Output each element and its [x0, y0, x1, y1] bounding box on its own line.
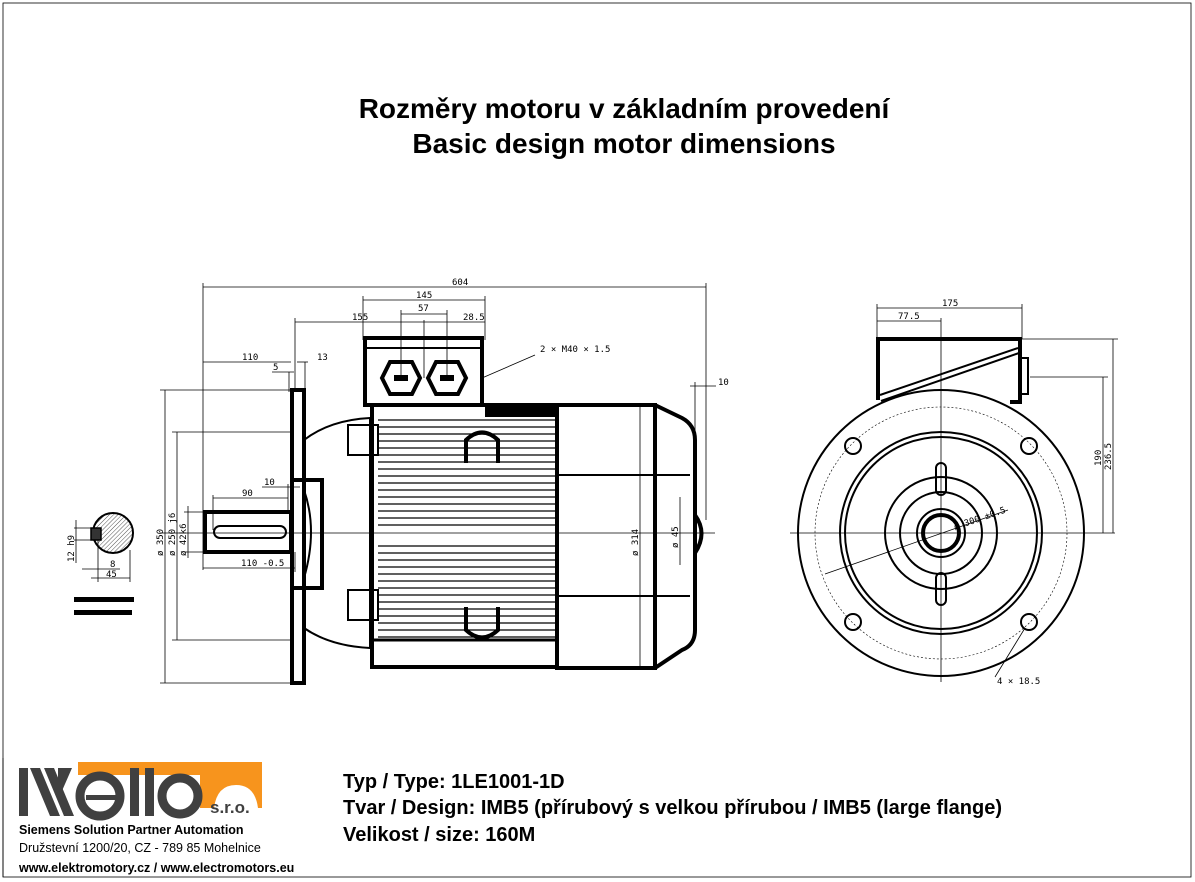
slot-bottom: [935, 572, 947, 606]
dim-77-5: 77.5: [898, 312, 920, 322]
motor-type: Typ / Type: 1LE1001-1D: [343, 771, 565, 793]
company-logo: [19, 762, 262, 821]
dim-236-5: 236.5: [1104, 443, 1114, 470]
dim-shaft-dia: ø 42k6: [179, 523, 189, 556]
lifting-eye-bottom: [464, 607, 500, 640]
dim-28-5: 28.5: [463, 313, 485, 323]
dim-145: 145: [416, 291, 432, 301]
cable-gland-label: 2 × M40 × 1.5: [540, 345, 610, 355]
pitch-circle: [814, 406, 1068, 660]
dim-190: 190: [1094, 450, 1104, 466]
slot-top: [935, 462, 947, 496]
end-cap: [555, 403, 657, 670]
dim-13: 13: [317, 353, 328, 363]
front-view: 175 77.5 236.5 190 ø 300 ±0.5 4 × 18.5: [790, 299, 1118, 687]
motor-design: Tvar / Design: IMB5 (přírubový s velkou …: [343, 797, 1002, 819]
dim-10-key: 10: [264, 478, 275, 488]
bolt-hole: [844, 437, 862, 455]
bolt-hole: [1020, 437, 1038, 455]
dim-body-dia: ø 314: [631, 529, 641, 556]
dim-110-tol: 110 -0.5: [241, 559, 284, 569]
dim-spigot-dia: ø 250 j6: [168, 513, 178, 556]
key-slot: [213, 525, 287, 539]
dim-key-width: 12 h9: [67, 535, 77, 562]
dim-110: 110: [242, 353, 258, 363]
bolt-hole: [1020, 613, 1038, 631]
bolt-hole: [844, 613, 862, 631]
dim-90: 90: [242, 489, 253, 499]
cable-gland-2: [425, 360, 469, 396]
dim-155: 155: [352, 313, 368, 323]
side-view: 604 145 57 155 28.5 110 13 5 10 2 × M40 …: [156, 278, 729, 685]
dim-5: 5: [273, 363, 278, 373]
dim-10-rear: 10: [718, 378, 729, 388]
dim-shaft-height: 45: [106, 570, 117, 580]
shaft-end: [921, 513, 961, 553]
illegible-note-1: [74, 597, 134, 602]
cable-gland-1: [379, 360, 423, 396]
title-english: Basic design motor dimensions: [412, 128, 835, 159]
terminal-box-front: [876, 337, 1022, 404]
dim-604: 604: [452, 278, 468, 288]
motor-size: Velikost / size: 160M: [343, 824, 535, 846]
flange-outline: [797, 389, 1085, 677]
flange-hub: [292, 478, 324, 590]
dim-key-depth: 8: [110, 560, 115, 570]
flange: [290, 388, 306, 685]
title-czech: Rozměry motoru v základním provedení: [359, 93, 891, 124]
terminal-box: [363, 336, 484, 407]
shaft: [203, 510, 293, 554]
dim-flange-dia: ø 350: [156, 529, 166, 556]
dim-57: 57: [418, 304, 429, 314]
dim-rear-dia: ø 45: [671, 526, 681, 548]
shaft-section: 12 h9 8 45: [67, 512, 134, 615]
company-website: www.elektromotory.cz / www.electromotors…: [18, 861, 294, 875]
fan-cover: [653, 403, 697, 670]
dim-175: 175: [942, 299, 958, 309]
company-tagline: Siemens Solution Partner Automation: [19, 823, 244, 837]
lifting-eye-top: [464, 430, 500, 463]
company-address: Družstevní 1200/20, CZ - 789 85 Mohelnic…: [19, 841, 261, 855]
dim-holes: 4 × 18.5: [997, 677, 1040, 687]
company-suffix: s.r.o.: [210, 798, 250, 817]
illegible-note-2: [74, 610, 132, 615]
